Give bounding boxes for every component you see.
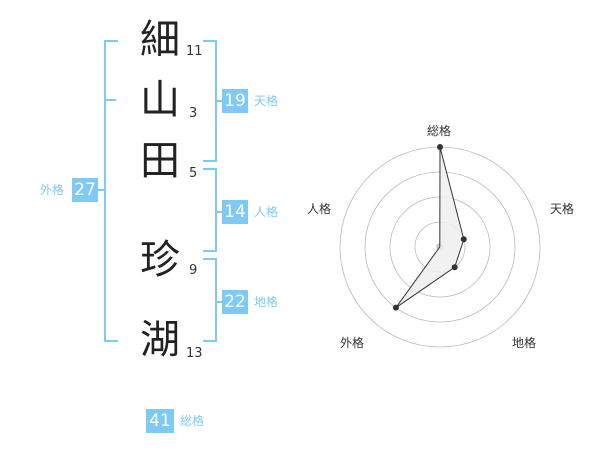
radar-point-2: [451, 264, 458, 271]
name-char-1: 細: [140, 17, 180, 63]
tenkaku-label: 天格: [254, 94, 279, 108]
gaikaku-label: 外格: [40, 183, 65, 197]
name-char-4: 珍: [140, 237, 180, 283]
chikaku-bracket: [203, 258, 217, 342]
jinkaku-label: 人格: [254, 205, 279, 219]
jinkaku-bracket-connector: [215, 211, 222, 213]
name-char-4-strokes: 9: [189, 263, 198, 278]
gaikaku-bracket-connector: [94, 189, 104, 191]
radar-chart: [339, 144, 541, 348]
tenkaku-badge: 19: [222, 89, 248, 113]
radar-point-3: [392, 304, 399, 311]
jinkaku-bracket: [203, 168, 217, 252]
radar-label-soukaku: 総格: [427, 124, 452, 138]
name-char-3: 田: [140, 138, 180, 184]
jinkaku-badge: 14: [222, 200, 248, 224]
chikaku-label: 地格: [254, 295, 279, 309]
radar-label-chikaku: 地格: [512, 336, 537, 350]
radar-label-jinkaku: 人格: [307, 202, 332, 216]
tenkaku-bracket-connector: [215, 100, 222, 102]
radar-point-0: [437, 144, 443, 150]
radar-label-tenkaku: 天格: [550, 202, 575, 216]
radar-area: [395, 146, 465, 309]
name-char-1-strokes: 11: [186, 44, 203, 59]
name-char-2: 山: [140, 77, 180, 123]
soukaku-badge: 41: [146, 409, 174, 433]
gaikaku-bracket-tick: [104, 99, 116, 101]
chikaku-bracket-connector: [215, 301, 222, 303]
name-char-5: 湖: [140, 317, 180, 363]
radar-point-1: [460, 236, 467, 243]
radar-points: [392, 144, 467, 311]
name-char-3-strokes: 5: [189, 166, 198, 181]
gaikaku-badge: 27: [72, 178, 98, 202]
name-char-5-strokes: 13: [186, 346, 203, 361]
gaikaku-bracket: [104, 40, 118, 342]
radar-label-gaikaku: 外格: [340, 336, 365, 350]
soukaku-label: 総格: [180, 414, 205, 428]
chikaku-badge: 22: [222, 290, 248, 314]
name-char-2-strokes: 3: [189, 106, 198, 121]
